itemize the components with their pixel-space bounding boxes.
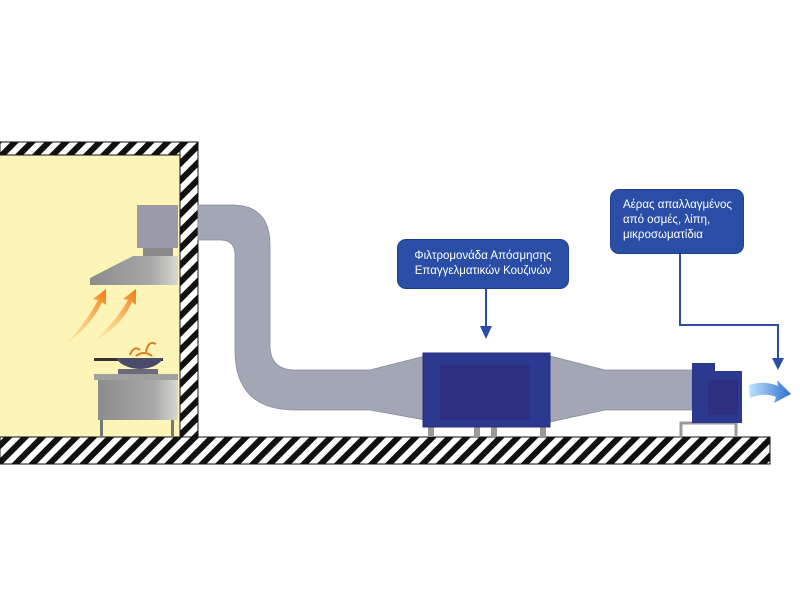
- clean-air-callout: Αέρας απαλλαγμένος από οσμές, λίπη, μικρ…: [611, 190, 743, 253]
- clean-air-label-line2: από οσμές, λίπη,: [623, 214, 711, 226]
- exterior-wall: [179, 141, 199, 438]
- filter-unit-label-line2: Επαγγελματικών Κουζινών: [414, 265, 552, 277]
- clean-air-label-line1: Αέρας απαλλαγμένος: [623, 199, 732, 211]
- filter-unit-callout: Φιλτρομονάδα Απόσμησης Επαγγελματικών Κο…: [398, 240, 568, 288]
- clean-air-callout-pointer: [679, 253, 784, 370]
- floor: [0, 436, 771, 465]
- filter-unit: [422, 352, 551, 437]
- exhaust-fan: [679, 363, 742, 437]
- stove-with-pan: [94, 342, 178, 437]
- clean-air-label-line3: μικροσωματίδια: [623, 229, 703, 241]
- extraction-hood: [90, 205, 178, 285]
- filter-callout-pointer: [480, 288, 492, 339]
- ceiling-wall: [0, 141, 199, 156]
- filter-unit-label-line1: Φιλτρομονάδα Απόσμησης: [414, 250, 552, 262]
- heat-rising-arrows-icon: [66, 289, 136, 344]
- clean-air-outflow-icon: [749, 380, 791, 403]
